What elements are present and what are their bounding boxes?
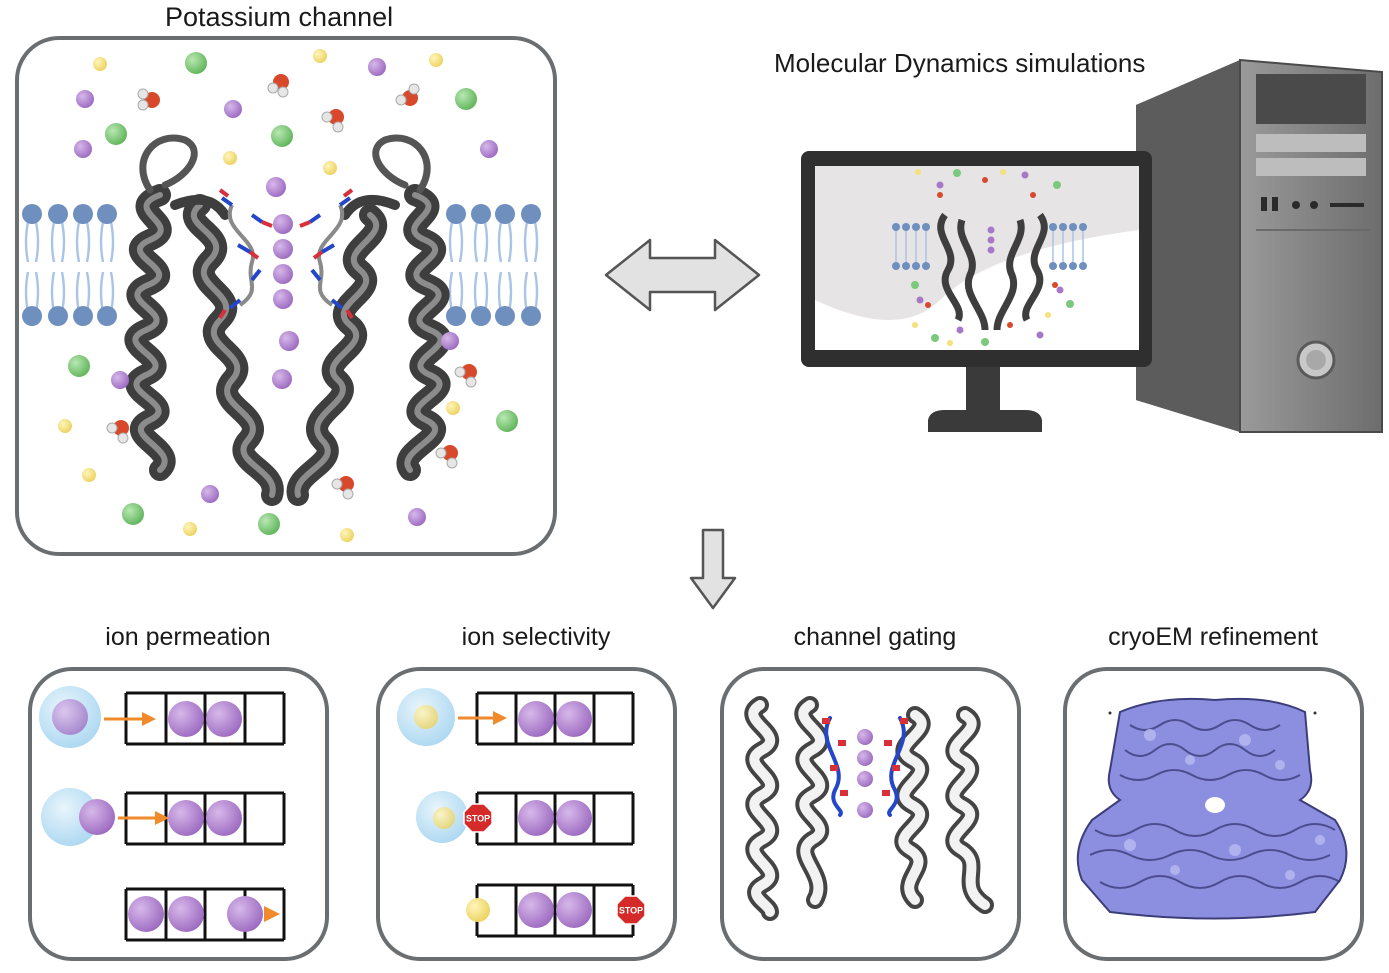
lipid-heads-left: [22, 204, 117, 326]
panel-label-channel-gating: channel gating: [793, 623, 957, 651]
cryoem-density-map: [1076, 697, 1348, 920]
solvent-potassium-ions: [74, 58, 498, 526]
monitor-screen-simulation: [892, 169, 1087, 346]
pore-potassium-ions: [266, 177, 299, 389]
protein-helices: [124, 134, 452, 506]
panel-label-ion-selectivity: ion selectivity: [461, 623, 611, 651]
double-arrow-icon: [604, 238, 761, 312]
stop-sign-icon: STOP: [616, 895, 646, 925]
computer-monitor-icon: [801, 151, 1152, 432]
lipid-bilayer-right: [448, 221, 539, 313]
stop-sign-icon: STOP: [463, 803, 493, 833]
panel-label-cryoem-refinement: cryoEM refinement: [1108, 623, 1318, 651]
ion-selectivity-panel: STOP STOP: [376, 667, 677, 961]
channel-gating-panel: [720, 667, 1021, 961]
lipid-bilayer-left: [24, 221, 115, 313]
solvent-sodium-ions: [58, 49, 460, 542]
md-simulations-title: Molecular Dynamics simulations: [774, 48, 1146, 78]
solvent-chloride-ions: [68, 52, 518, 535]
svg-text:STOP: STOP: [466, 814, 490, 824]
selectivity-filter: [218, 188, 354, 320]
cryoem-refinement-panel: [1063, 667, 1364, 961]
potassium-channel-panel: [15, 36, 557, 556]
computer-tower-icon: [1136, 58, 1383, 433]
svg-text:STOP: STOP: [619, 906, 643, 916]
down-arrow-icon: [689, 528, 737, 610]
lipid-heads-right: [446, 204, 541, 326]
ion-permeation-panel: [28, 667, 329, 961]
potassium-channel-title: Potassium channel: [165, 2, 394, 32]
panel-label-ion-permeation: ion permeation: [105, 623, 271, 651]
water-molecules: [106, 74, 477, 500]
